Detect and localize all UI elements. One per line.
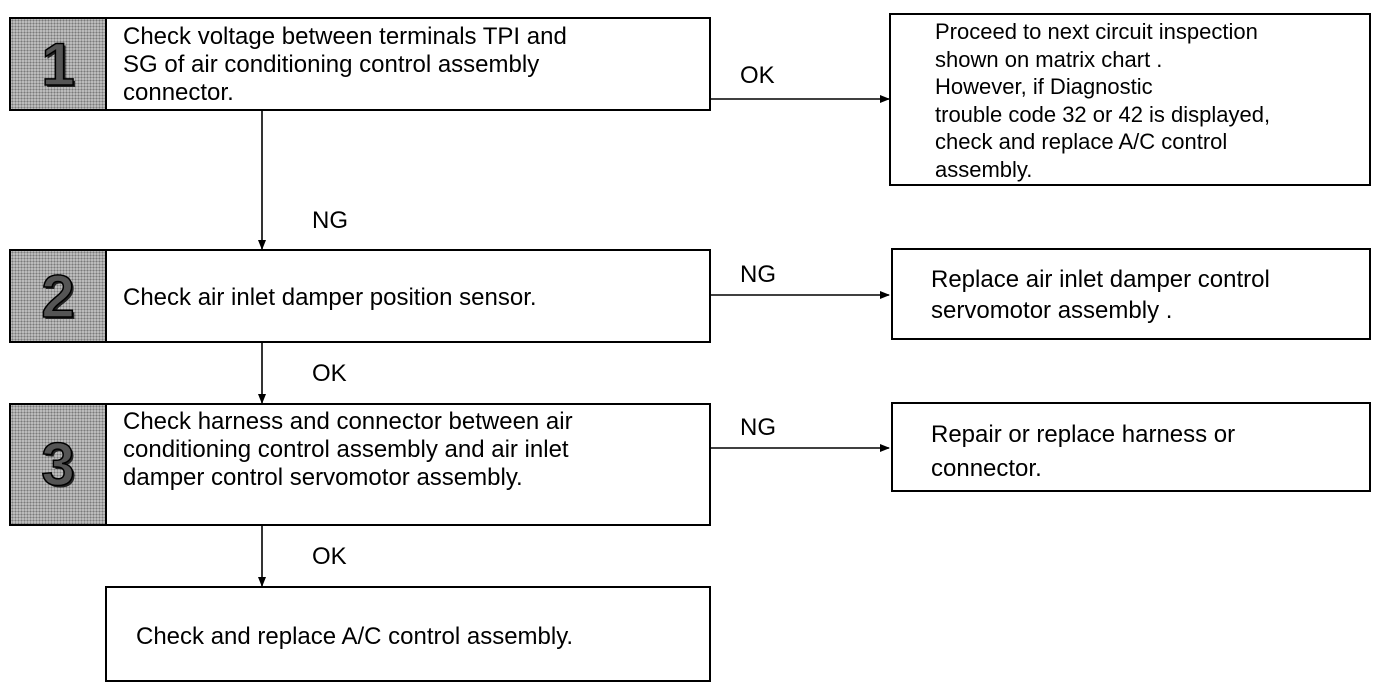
step-3-number: 3 — [11, 405, 107, 524]
label-step2-ok: OK — [312, 360, 347, 387]
label-step3-ok: OK — [312, 543, 347, 570]
step-1-box: 1 Check voltage between terminals TPI an… — [9, 17, 711, 111]
label-step1-ng: NG — [312, 207, 348, 234]
step-3-text: Check harness and connector between air … — [123, 408, 573, 491]
final-action-box: Check and replace A/C control assembly. — [105, 586, 711, 682]
result-box-2-text: Replace air inlet damper control servomo… — [931, 266, 1270, 324]
step-1-text: Check voltage between terminals TPI and … — [123, 23, 567, 106]
step-2-number: 2 — [11, 251, 107, 341]
step-1-number: 1 — [11, 19, 107, 109]
result-box-1-text: Proceed to next circuit inspection shown… — [935, 19, 1271, 182]
label-step2-ng: NG — [740, 261, 776, 288]
result-box-1: Proceed to next circuit inspection shown… — [889, 13, 1371, 186]
label-step3-ng: NG — [740, 414, 776, 441]
step-3-box: 3 Check harness and connector between ai… — [9, 403, 711, 526]
step-2-text: Check air inlet damper position sensor. — [123, 284, 537, 311]
result-box-3: Repair or replace harness or connector. — [891, 402, 1371, 492]
step-2-box: 2 Check air inlet damper position sensor… — [9, 249, 711, 343]
result-box-3-text: Repair or replace harness or connector. — [931, 421, 1236, 482]
final-action-text: Check and replace A/C control assembly. — [136, 623, 574, 650]
result-box-2: Replace air inlet damper control servomo… — [891, 248, 1371, 340]
label-step1-ok: OK — [740, 62, 775, 89]
